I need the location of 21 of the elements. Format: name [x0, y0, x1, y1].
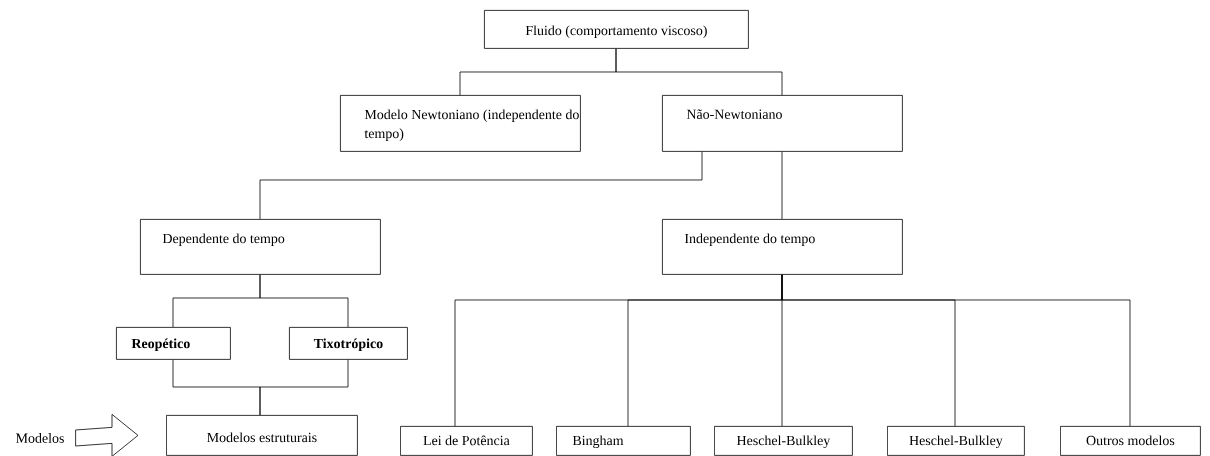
- box: Heschel-Bulkley: [714, 426, 853, 456]
- connector-line: [259, 359, 349, 416]
- box: Modelo Newtoniano (independente do tempo): [340, 95, 581, 152]
- connector-line: [615, 48, 783, 96]
- box: Modelos estruturais: [166, 415, 358, 456]
- box: Reopético: [116, 327, 231, 360]
- box: Bingham: [556, 426, 691, 456]
- block-arrow: [75, 414, 139, 456]
- connector-line: [259, 274, 349, 328]
- label-text: Modelos: [16, 433, 64, 443]
- box: Heschel-Bulkley: [887, 426, 1025, 456]
- connector-line: [781, 151, 783, 220]
- connector-line: [259, 151, 703, 220]
- box: Independente do tempo: [662, 219, 903, 275]
- box: Outros modelos: [1060, 426, 1201, 456]
- box: Não-Newtoniano: [662, 95, 903, 152]
- box: Lei de Potência: [400, 426, 533, 456]
- box: Tixotrópico: [289, 327, 408, 360]
- box: Fluido (comportamento viscoso): [484, 10, 749, 49]
- connector-line: [781, 274, 1131, 427]
- box: Dependente do tempo: [140, 219, 381, 275]
